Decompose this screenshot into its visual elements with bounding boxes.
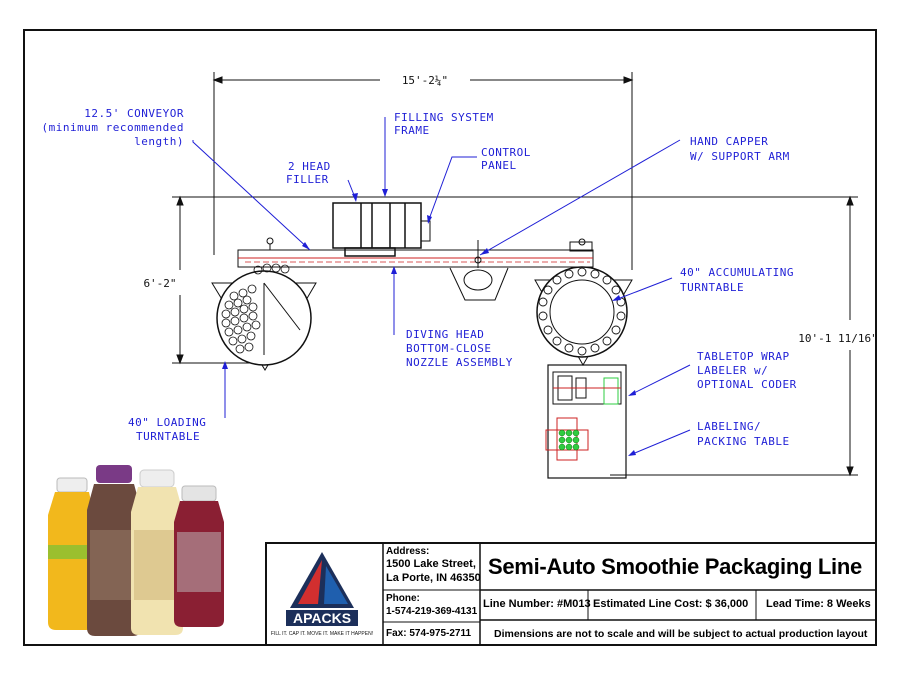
- callout-loading-line2: TURNTABLE: [136, 430, 200, 443]
- callout-two-head-filler: 2 HEAD FILLER: [286, 160, 331, 186]
- dimension-depth: [290, 195, 858, 477]
- line-number: Line Number: #M013: [483, 598, 591, 610]
- chocolate-smoothie-bottle: [87, 465, 141, 636]
- callout-filler-line2: FILLER: [286, 173, 329, 186]
- address-line2: La Porte, IN 46350: [386, 572, 481, 584]
- filling-system-frame: [332, 202, 431, 257]
- callout-filling-frame-line2: FRAME: [394, 124, 430, 137]
- labeler-table: [545, 364, 627, 479]
- callout-loading-line1: 40" LOADING: [128, 416, 206, 429]
- conveyor: [237, 237, 594, 268]
- estimated-cost: Estimated Line Cost: $ 36,000: [593, 598, 749, 610]
- callout-filler-line1: 2 HEAD: [288, 160, 331, 173]
- loading-turntable: [211, 263, 317, 371]
- dimension-height-label: 6'-2": [143, 277, 176, 290]
- callout-conveyor-line2: (minimum recommended: [42, 121, 184, 134]
- callout-hand-capper-line2: W/ SUPPORT ARM: [690, 150, 790, 163]
- callout-conveyor-line3: length): [134, 135, 184, 148]
- callout-hand-capper: HAND CAPPER W/ SUPPORT ARM: [690, 135, 790, 163]
- drawing-title: Semi-Auto Smoothie Packaging Line: [488, 554, 862, 579]
- callout-labeler-line1: TABLETOP WRAP: [697, 350, 790, 363]
- callout-diving-head-line2: BOTTOM-CLOSE: [406, 342, 491, 355]
- address-label: Address:: [386, 546, 430, 557]
- callout-accumulating-turntable: 40" ACCUMULATING TURNTABLE: [680, 266, 794, 294]
- address-line1: 1500 Lake Street,: [386, 558, 476, 570]
- callout-filling-frame-line1: FILLING SYSTEM: [394, 111, 494, 124]
- dimension-width-label: 15'-2¼": [402, 74, 448, 87]
- logo-tagline: FILL IT. CAP IT. MOVE IT. MAKE IT HAPPEN…: [271, 631, 373, 637]
- callout-loading-turntable: 40" LOADING TURNTABLE: [128, 416, 206, 443]
- callout-control-panel-line2: PANEL: [481, 159, 517, 172]
- callout-packing-table: LABELING/ PACKING TABLE: [697, 420, 790, 448]
- callout-leaders: [192, 117, 691, 456]
- callout-control-panel-line1: CONTROL: [481, 146, 531, 159]
- callout-labeler-line3: OPTIONAL CODER: [697, 378, 797, 391]
- dimension-depth-label: 10'-1 11/16": [798, 332, 877, 345]
- callout-labeler-line2: LABELER w/: [697, 364, 768, 377]
- berry-smoothie-bottle: [174, 485, 224, 627]
- product-image: [48, 465, 224, 636]
- apacks-logo: APACKS FILL IT. CAP IT. MOVE IT. MAKE IT…: [271, 552, 373, 637]
- logo-name: APACKS: [293, 610, 351, 626]
- callout-filling-frame: FILLING SYSTEM FRAME: [394, 111, 494, 137]
- dimension-width: [212, 72, 634, 270]
- disclaimer: Dimensions are not to scale and will be …: [494, 628, 868, 640]
- callout-hand-capper-line1: HAND CAPPER: [690, 135, 768, 148]
- callout-labeler: TABLETOP WRAP LABELER w/ OPTIONAL CODER: [697, 350, 797, 391]
- callout-control-panel: CONTROL PANEL: [481, 146, 531, 172]
- orange-juice-bottle: [48, 477, 94, 630]
- accumulating-turntable: [534, 266, 633, 367]
- callout-packing-line2: PACKING TABLE: [697, 435, 790, 448]
- callout-conveyor-line1: 12.5' CONVEYOR: [84, 107, 184, 120]
- lead-time: Lead Time: 8 Weeks: [766, 598, 871, 610]
- fax-number: Fax: 574-975-2711: [386, 628, 472, 639]
- callout-accumulating-line2: TURNTABLE: [680, 281, 744, 294]
- callout-diving-head-line3: NOZZLE ASSEMBLY: [406, 356, 513, 369]
- phone-label: Phone:: [386, 593, 420, 604]
- hand-capper: [449, 240, 509, 301]
- phone-number: 1-574-219-369-4131: [386, 606, 478, 617]
- callout-diving-head-line1: DIVING HEAD: [406, 328, 484, 341]
- banana-smoothie-bottle: [131, 469, 183, 635]
- callout-diving-head: DIVING HEAD BOTTOM-CLOSE NOZZLE ASSEMBLY: [406, 328, 513, 369]
- callout-accumulating-line1: 40" ACCUMULATING: [680, 266, 794, 279]
- title-block: [265, 542, 877, 646]
- callout-packing-line1: LABELING/: [697, 420, 761, 433]
- callout-arrowheads: [222, 189, 636, 456]
- callout-conveyor: 12.5' CONVEYOR (minimum recommended leng…: [42, 107, 184, 148]
